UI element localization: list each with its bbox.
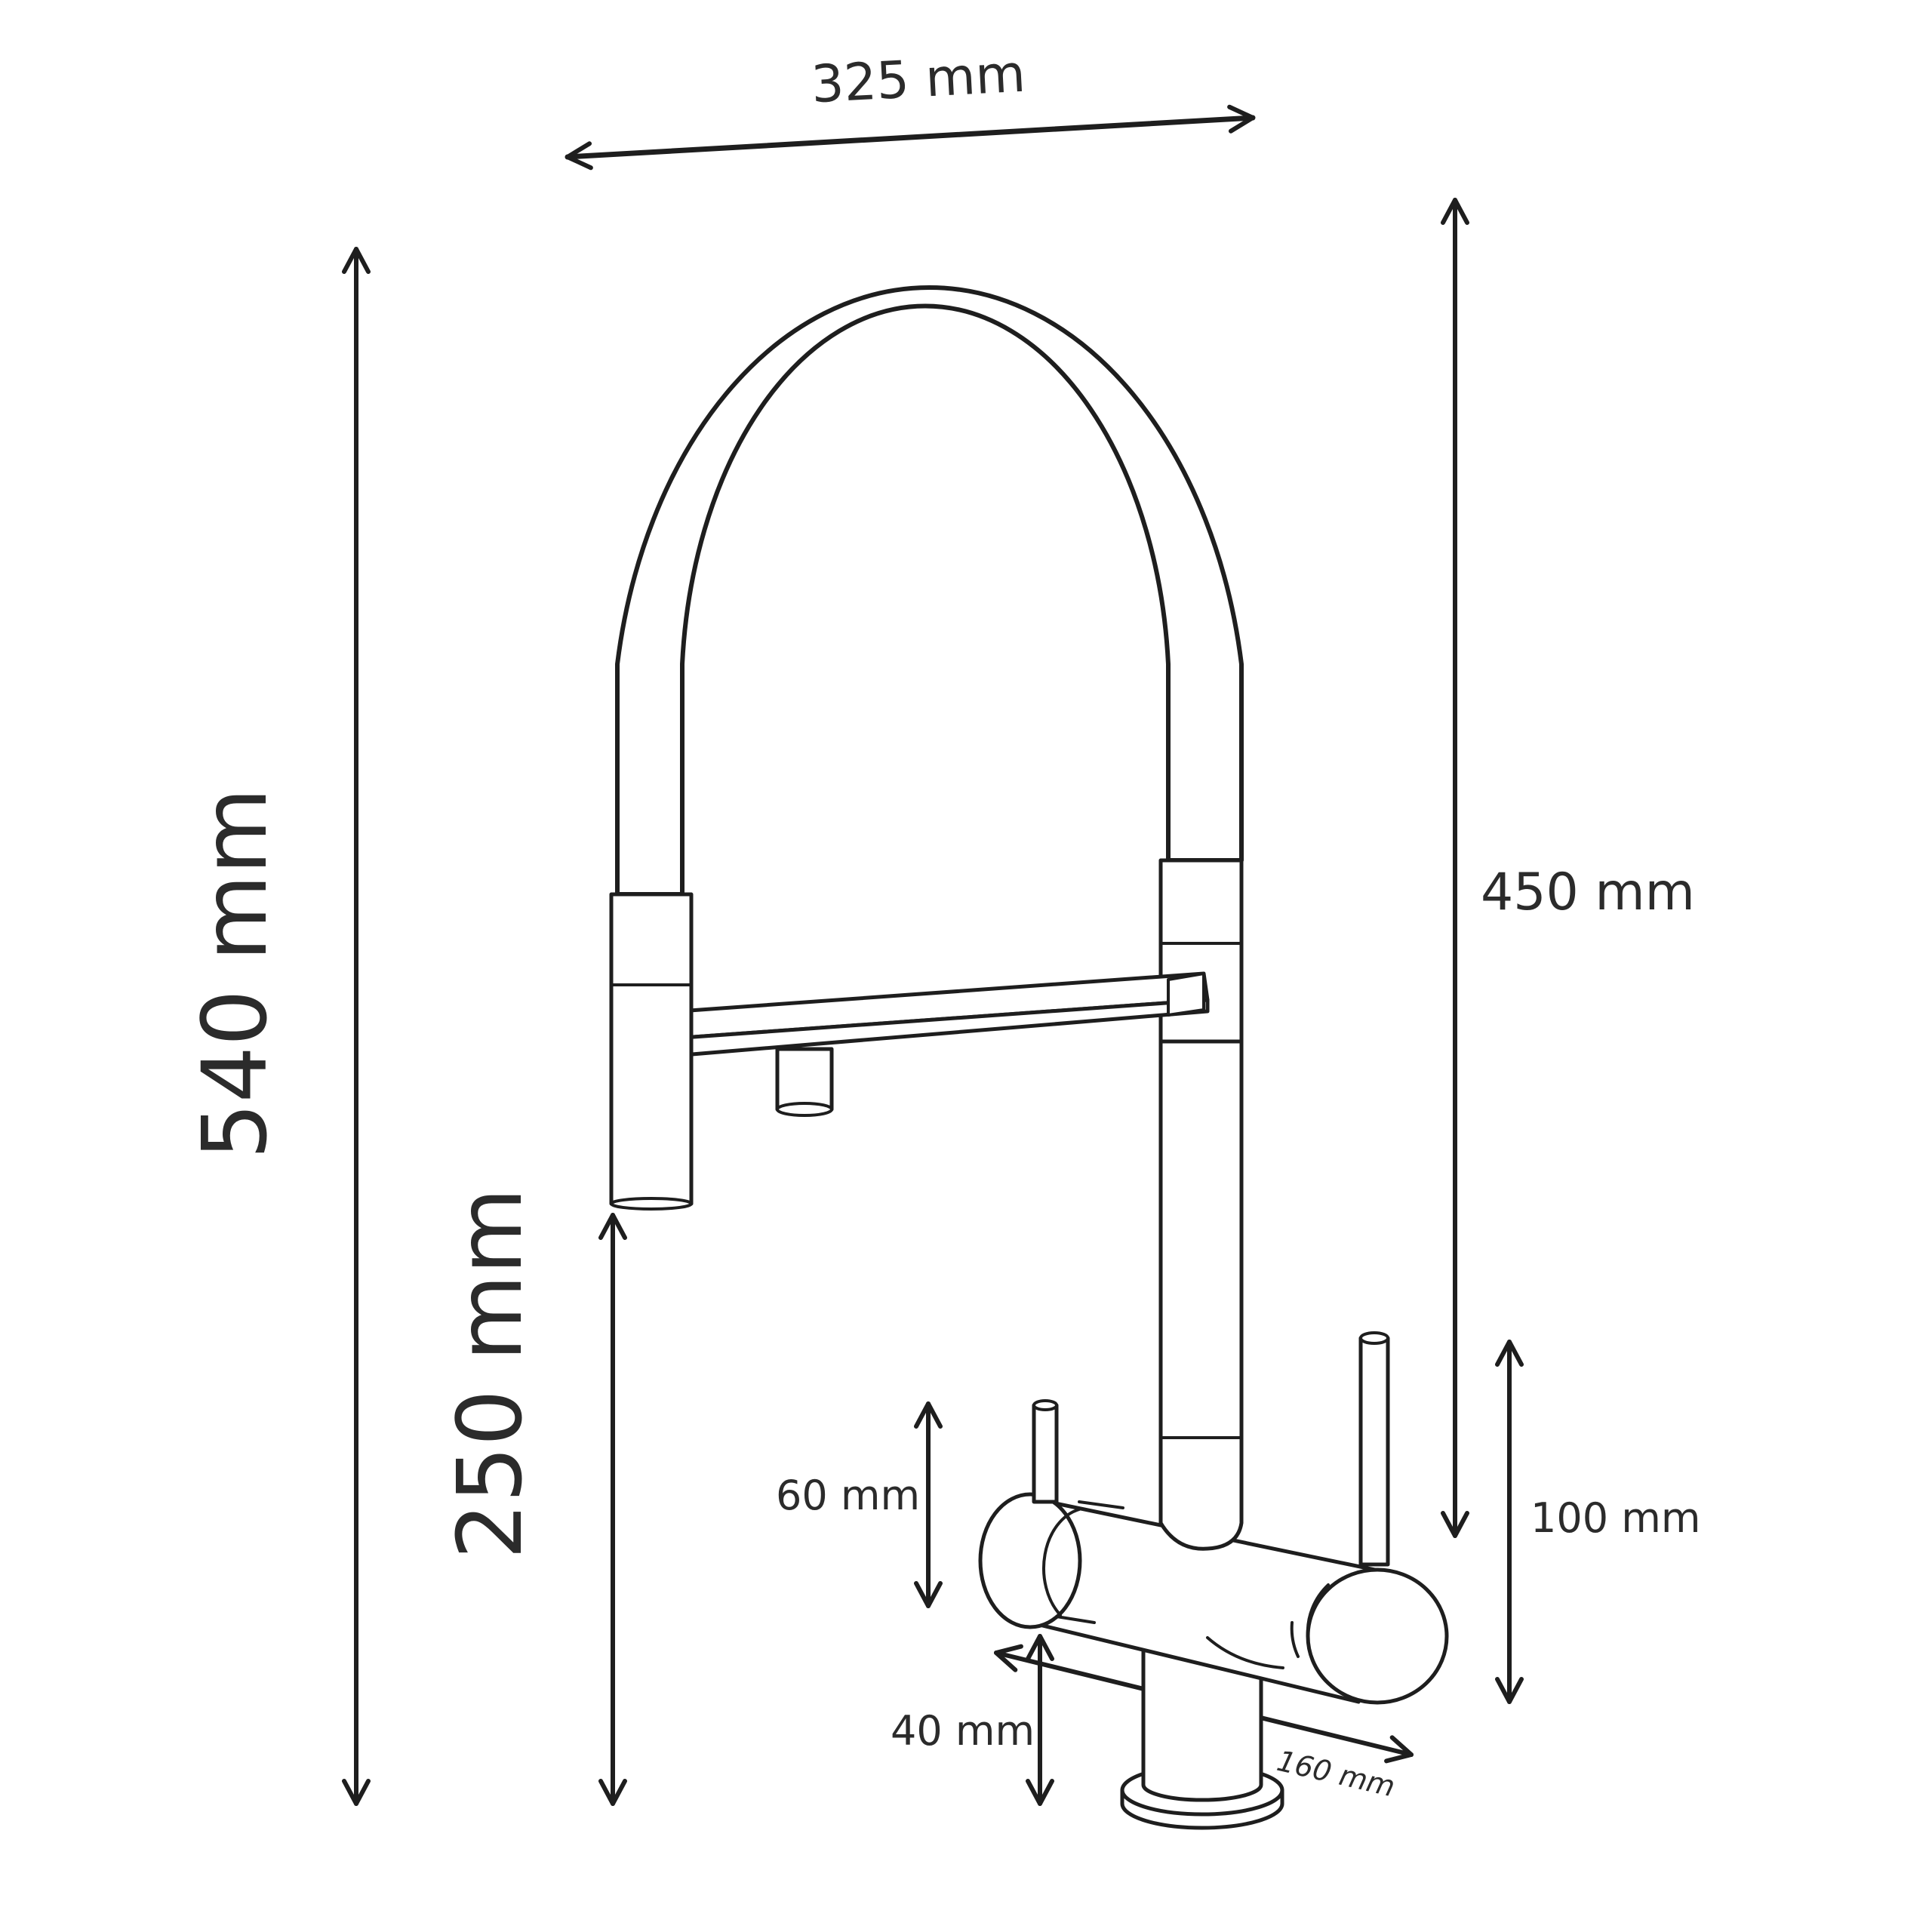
label-160: 160 mm	[1274, 1744, 1398, 1804]
faucet-right-lever	[1358, 1331, 1390, 1567]
faucet-arc-hose	[615, 285, 1244, 897]
faucet-holder-arm	[677, 971, 1210, 1117]
label-325: 325 mm	[810, 45, 1027, 115]
label-100: 100 mm	[1531, 1494, 1700, 1542]
faucet-spray-head	[609, 892, 694, 1211]
label-250: 250 mm	[438, 1188, 542, 1560]
label-60: 60 mm	[776, 1472, 920, 1519]
faucet-body	[978, 1492, 1449, 1705]
label-40: 40 mm	[891, 1707, 1035, 1755]
label-450: 450 mm	[1481, 863, 1695, 922]
faucet-left-lever	[1032, 1399, 1059, 1504]
dimension-325-arrow	[565, 104, 1256, 171]
faucet-column	[1158, 1035, 1244, 1551]
label-540: 540 mm	[183, 788, 287, 1160]
